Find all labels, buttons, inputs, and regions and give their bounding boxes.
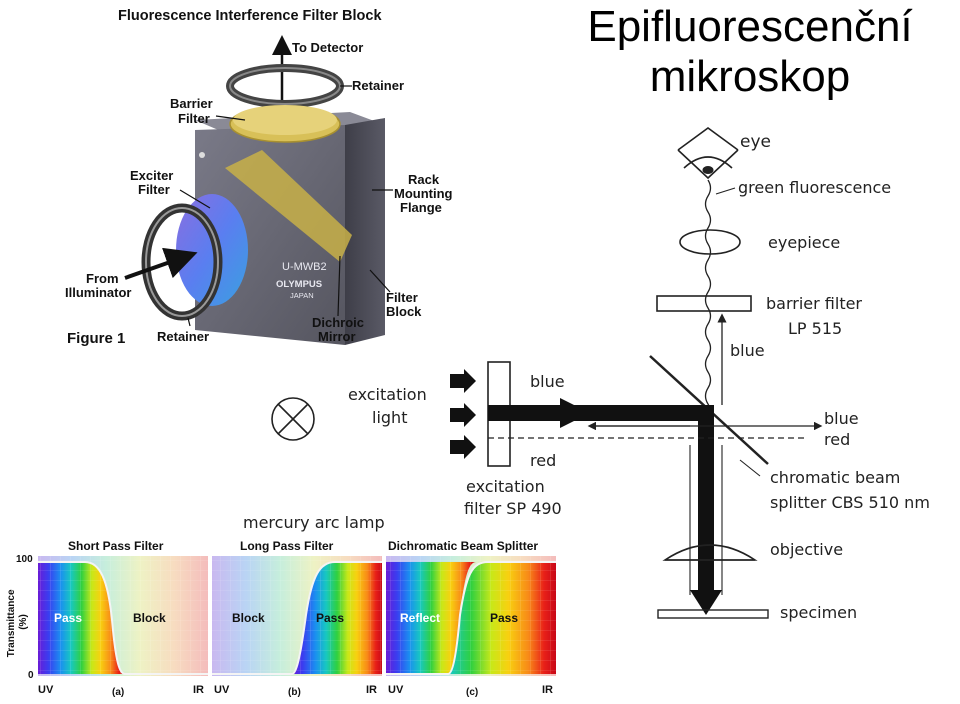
- label-blue-right: blue: [824, 409, 859, 428]
- barrier-filter-rect: [656, 295, 752, 312]
- panel-b-x-right: IR: [366, 684, 377, 696]
- title-line-2: mikroskop: [649, 52, 851, 101]
- filter-block-heading: Fluorescence Interference Filter Block: [118, 8, 382, 24]
- label-excitation-filter: excitation filter SP 490: [464, 477, 562, 518]
- label-mercury-lamp: mercury arc lamp: [243, 513, 385, 532]
- dichroic-mirror-label: Dichroic Mirror: [312, 315, 368, 344]
- rack-mounting-flange-label: Rack Mounting Flange: [394, 172, 456, 215]
- label-red-right: red: [824, 430, 850, 449]
- eye-pupil: [702, 166, 714, 174]
- chart-panel-short-pass: Short Pass Filter Pass Block UV (a) IR: [38, 539, 208, 698]
- cube-country-text: JAPAN: [290, 291, 314, 300]
- panel-a-tag: (a): [112, 687, 124, 698]
- panel-c-left-text: Reflect: [400, 611, 440, 625]
- eyepiece-lens: [679, 229, 741, 255]
- y-max-label: 100: [16, 554, 33, 565]
- label-eyepiece: eyepiece: [768, 233, 840, 252]
- to-detector-label: To Detector: [292, 40, 363, 55]
- mercury-lamp-symbol: [271, 397, 315, 441]
- y-axis-label: Transmittance (%): [6, 587, 29, 658]
- panel-b-tag: (b): [288, 687, 301, 698]
- panel-c-right-text: Pass: [490, 611, 518, 625]
- input-arrow-2: [450, 403, 476, 427]
- panel-a-x-left: UV: [38, 684, 54, 696]
- from-illuminator-label: From Illuminator: [65, 271, 131, 300]
- exciter-filter-label: Exciter Filter: [130, 168, 177, 197]
- filter-block-illustration: Fluorescence Interference Filter Block T…: [65, 8, 456, 347]
- page-title: Epifluorescenční mikroskop: [540, 2, 960, 102]
- cube-brand-text: OLYMPUS: [276, 279, 322, 290]
- input-arrow-1: [450, 369, 476, 393]
- cube-model-text: U-MWB2: [282, 261, 327, 273]
- thick-beam-down: [698, 405, 714, 595]
- thick-excitation-beam: [488, 405, 703, 421]
- optical-path-diagram: [271, 127, 823, 619]
- figure-label: Figure 1: [67, 330, 125, 347]
- label-beam-splitter: chromatic beam splitter CBS 510 nm: [770, 468, 930, 512]
- fluorescence-wave: [704, 179, 712, 421]
- title-line-1: Epifluorescenční: [587, 2, 913, 51]
- label-blue-vertical: blue: [730, 341, 765, 360]
- specimen-slide: [657, 609, 769, 619]
- panel-b-title: Long Pass Filter: [240, 539, 334, 553]
- input-arrow-3: [450, 435, 476, 459]
- panel-b-x-left: UV: [214, 684, 230, 696]
- label-red-left: red: [530, 451, 556, 470]
- panel-b-left-text: Block: [232, 611, 265, 625]
- barrier-filter-label: Barrier Filter: [170, 96, 216, 126]
- panel-a-curve: [38, 561, 208, 675]
- panel-c-title: Dichromatic Beam Splitter: [388, 539, 538, 553]
- panel-c-tag: (c): [466, 687, 478, 698]
- panel-b-right-text: Pass: [316, 611, 344, 625]
- label-blue-left: blue: [530, 372, 565, 391]
- optical-labels: eye green fluorescence eyepiece barrier …: [243, 132, 930, 622]
- y-min-label: 0: [28, 670, 34, 681]
- panel-b-curve: [212, 561, 382, 675]
- label-barrier-filter: barrier filter LP 515: [766, 294, 867, 338]
- panel-a-x-right: IR: [193, 684, 204, 696]
- panel-c-x-right: IR: [542, 684, 553, 696]
- cube-side-face: [345, 118, 385, 345]
- label-eye: eye: [740, 132, 771, 152]
- panel-c-x-left: UV: [388, 684, 404, 696]
- label-excitation-light: excitation light: [348, 385, 432, 427]
- filter-charts: Transmittance (%) 100 0 Short Pass Filte…: [6, 539, 556, 698]
- label-objective: objective: [770, 540, 843, 559]
- objective-lens: [662, 544, 758, 561]
- dichroic-mirror-plate: [225, 150, 352, 262]
- chart-panel-dichromatic: Dichromatic Beam Splitter Reflect Pass U…: [386, 539, 556, 698]
- chart-panel-long-pass: Long Pass Filter Block Pass UV (b) IR: [212, 539, 382, 698]
- filter-block-label: Filter Block: [386, 290, 422, 319]
- panel-c-curve: [386, 561, 556, 675]
- label-specimen: specimen: [780, 603, 857, 622]
- retainer-bottom-label: Retainer: [157, 329, 209, 344]
- panel-a-left-text: Pass: [54, 611, 82, 625]
- eye-outline: [677, 127, 739, 151]
- retainer-top-label: Retainer: [352, 78, 404, 93]
- illuminator-arrow: [124, 247, 198, 280]
- label-green-fluorescence: green fluorescence: [738, 178, 891, 197]
- panel-a-right-text: Block: [133, 611, 166, 625]
- panel-a-title: Short Pass Filter: [68, 539, 164, 553]
